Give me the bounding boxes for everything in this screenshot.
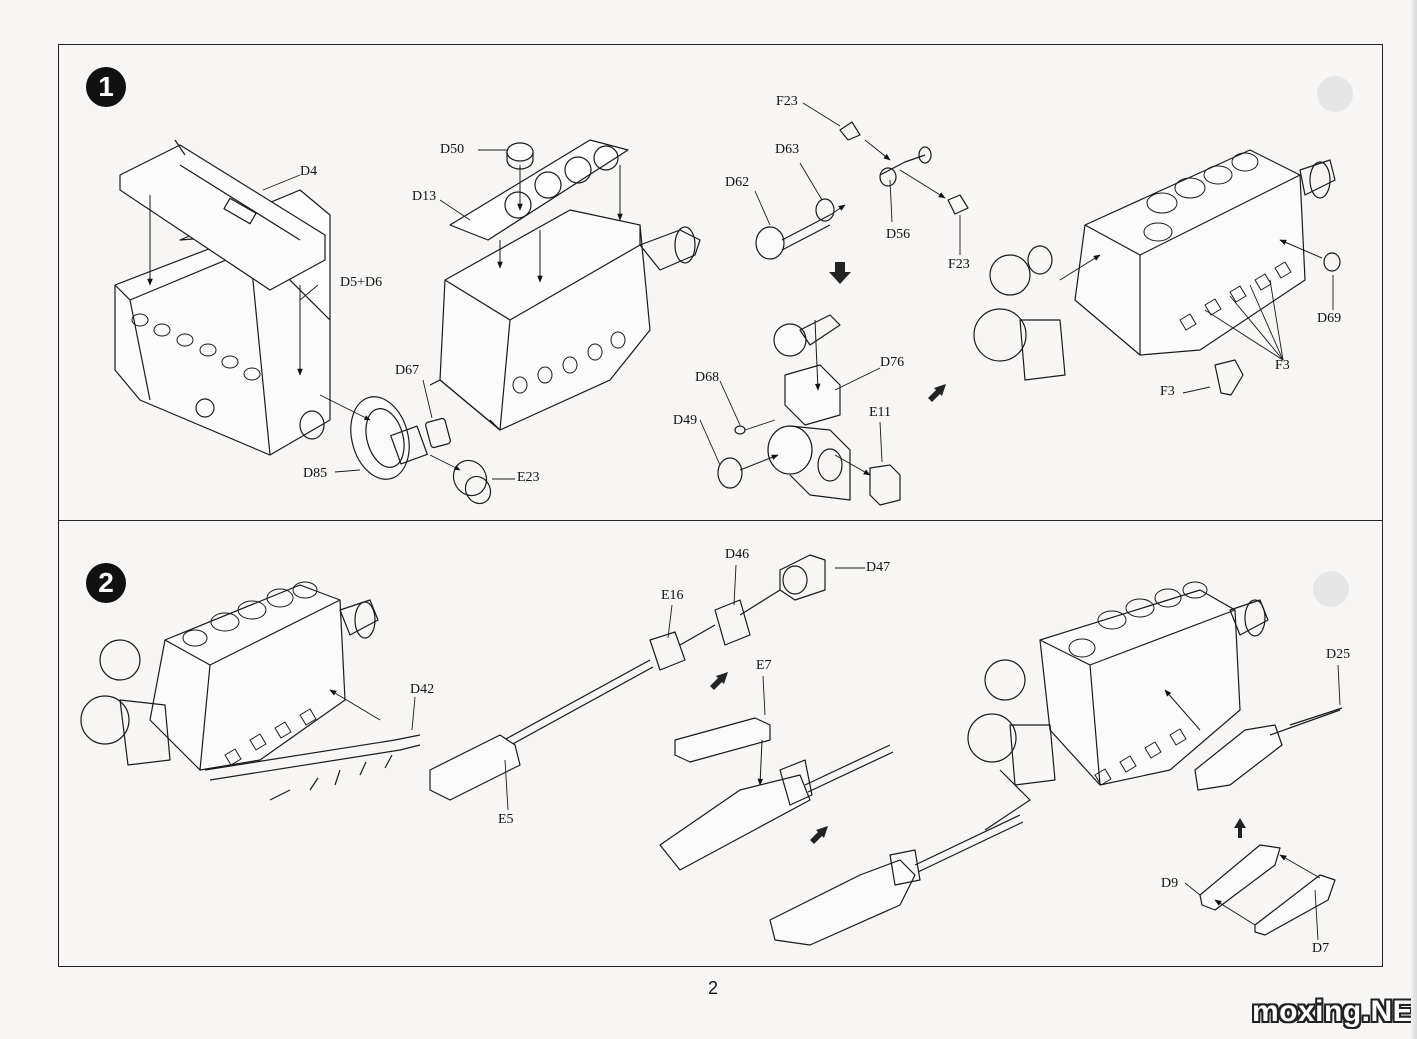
part-label-d56: D56 <box>886 227 911 242</box>
part-label-e11: E11 <box>869 405 892 420</box>
part-label-e5: E5 <box>498 812 514 827</box>
part-d67 <box>425 417 451 449</box>
part-label-d85: D85 <box>303 466 328 481</box>
instruction-frame <box>58 44 1383 967</box>
part-label-d62: D62 <box>725 175 750 190</box>
part-label-e16: E16 <box>661 588 684 603</box>
engine-block-middle <box>429 209 701 431</box>
part-label-d4: D4 <box>300 164 318 179</box>
bleed-through-badge <box>1317 76 1353 112</box>
page-edge <box>1411 0 1417 1039</box>
part-label-d9: D9 <box>1161 876 1179 891</box>
gun-assembly-mid <box>659 744 894 871</box>
part-label-d13: D13 <box>412 189 437 204</box>
page-number: 2 <box>708 978 719 998</box>
gun-assembly-lower <box>769 814 1024 946</box>
part-label-f3: F3 <box>1275 358 1290 373</box>
part-label-e23: E23 <box>517 470 540 485</box>
part-label-d49: D49 <box>673 413 698 428</box>
bottle-d9-d7 <box>1199 844 1336 936</box>
step-2-badge: 2 <box>86 563 126 603</box>
part-label-d69: D69 <box>1317 311 1342 326</box>
flywheel-d85 <box>350 396 428 480</box>
valve-cover-d4 <box>119 139 326 291</box>
part-label-d42: D42 <box>410 682 435 697</box>
part-label-d46: D46 <box>725 547 750 562</box>
part-label-f23-2: F23 <box>948 257 970 272</box>
engine-block-right-2 <box>967 581 1343 831</box>
part-label-f23: F23 <box>776 94 798 109</box>
part-label-d25: D25 <box>1326 647 1351 662</box>
part-label-d5-d6: D5+D6 <box>340 275 383 290</box>
step-divider <box>58 520 1383 521</box>
part-label-d76: D76 <box>880 355 905 370</box>
part-label-d68: D68 <box>695 370 720 385</box>
part-label-d47: D47 <box>866 560 891 575</box>
part-label-d63: D63 <box>775 142 800 157</box>
bleed-through-badge <box>1313 571 1349 607</box>
part-label-d7: D7 <box>1312 941 1330 956</box>
part-label-e7: E7 <box>756 658 772 673</box>
part-label-d50: D50 <box>440 142 465 157</box>
engine-block-left-2 <box>80 581 379 771</box>
pump-assembly <box>717 314 901 506</box>
filler-cap-d50 <box>506 142 534 170</box>
cover-e7 <box>674 717 771 763</box>
head-gasket-d13 <box>449 139 629 241</box>
pipe-d42 <box>204 734 421 801</box>
part-e23 <box>452 459 492 505</box>
part-label-d67: D67 <box>395 363 420 378</box>
shaft-assembly <box>755 121 969 260</box>
step-1-badge: 1 <box>86 67 126 107</box>
shaft-e5 <box>429 554 826 801</box>
part-label-f3-2: F3 <box>1160 384 1175 399</box>
site-watermark: moxing.NET <box>1252 995 1417 1028</box>
